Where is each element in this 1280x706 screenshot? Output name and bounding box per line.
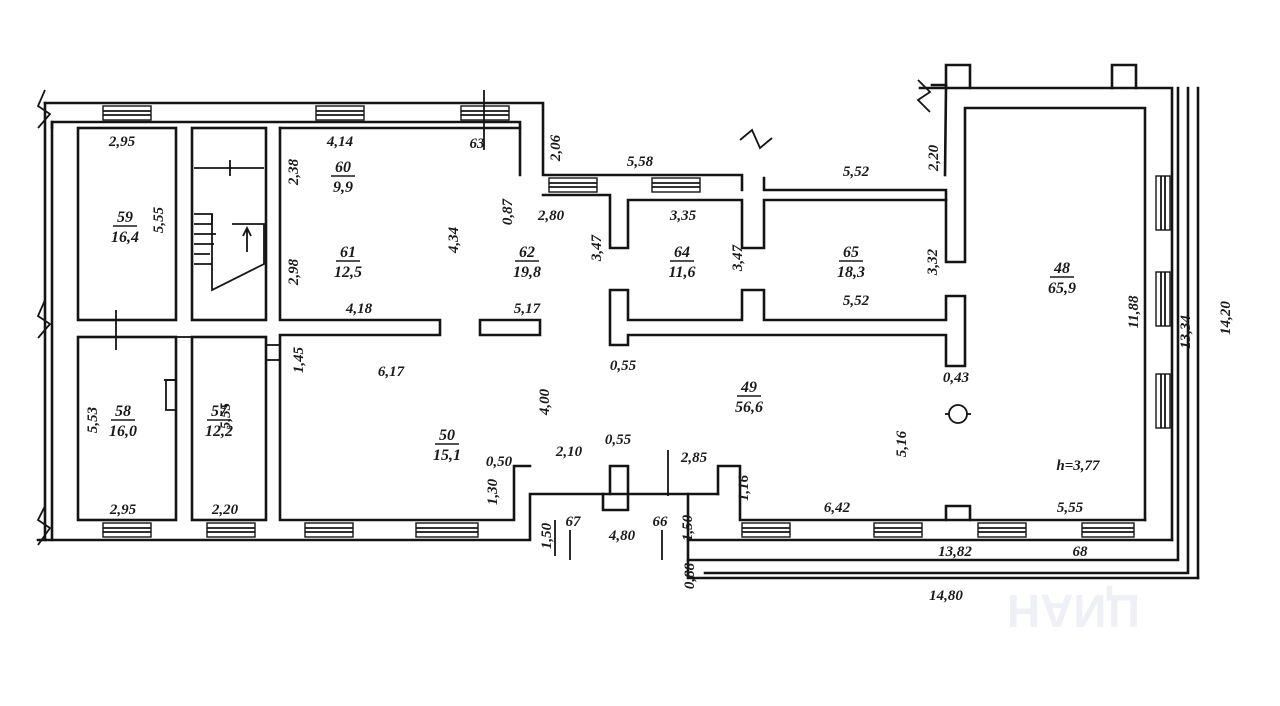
- room-area: 19,8: [513, 264, 541, 281]
- room-number: 50: [439, 427, 455, 444]
- dimension-label: 1,45: [291, 346, 307, 373]
- dimension-label: 4,80: [608, 528, 636, 544]
- dimension-ticks: [115, 90, 971, 560]
- room-number: 65: [843, 244, 859, 261]
- dimension-label: 5,52: [843, 293, 870, 309]
- dimension-labels: 2,95 5,55 4,14 2,38 63 2,06 0,87 5,58 5,52 2,20 4,…: [85, 134, 1234, 604]
- room-area: 9,9: [333, 179, 353, 196]
- dimension-label: 1,16: [736, 474, 752, 501]
- dimension-label: 1,30: [485, 478, 501, 505]
- room-number: 59: [117, 209, 133, 226]
- room-area: 15,1: [433, 447, 461, 464]
- dimension-label: 6,17: [378, 364, 405, 380]
- room-label-59: 59 16,4: [111, 209, 139, 246]
- room-area: 12,5: [334, 264, 362, 281]
- room-label-64: 64 11,6: [668, 244, 695, 281]
- dimension-label: 3,35: [669, 208, 697, 224]
- dimension-label: 5,17: [514, 301, 541, 317]
- dimension-label: 3,32: [925, 248, 941, 276]
- dimension-label: 3,47: [730, 244, 746, 272]
- watermark-text: ЦИАН: [1007, 585, 1140, 637]
- dimension-label: 4,00: [537, 388, 553, 416]
- dimension-label: 5,16: [894, 430, 910, 457]
- dimension-label: 13,82: [938, 544, 972, 560]
- room-area: 56,6: [735, 399, 763, 416]
- room-number: 57: [211, 403, 228, 420]
- room-number: 62: [519, 244, 535, 261]
- dimension-label: 5,52: [843, 164, 870, 180]
- exterior-walls: [36, 63, 1200, 580]
- dimension-label: 5,53: [85, 406, 101, 433]
- staircase: [194, 160, 265, 292]
- dimension-label: 4,34: [446, 226, 462, 254]
- room-label-65: 65 18,3: [837, 244, 865, 281]
- dimension-label: 3,47: [589, 234, 605, 262]
- room-area: 65,9: [1048, 280, 1076, 297]
- room-label-61: 61 12,5: [334, 244, 362, 281]
- room-label-48: 48 65,9: [1048, 260, 1076, 297]
- dimension-label: 2,80: [537, 208, 565, 224]
- dimension-label: 11,88: [1126, 295, 1142, 328]
- room-area: 16,4: [111, 229, 139, 246]
- dimension-label: 63: [470, 136, 486, 152]
- dimension-label: 67: [566, 514, 582, 530]
- dimension-label: 13,34: [1178, 315, 1194, 349]
- room-number: 60: [335, 159, 351, 176]
- dimension-label: 2,20: [926, 144, 942, 172]
- dimension-label: 0,55: [610, 358, 637, 374]
- room-area: 12,2: [205, 423, 233, 440]
- dimension-label: 2,20: [211, 502, 239, 518]
- room-label-58: 58 16,0: [109, 403, 137, 440]
- dimension-label: 2,10: [555, 444, 583, 460]
- dimension-label: h=3,77: [1056, 458, 1100, 474]
- dimension-label: 6,42: [824, 500, 851, 516]
- dimension-label: 0,55: [605, 432, 632, 448]
- dimension-label: 5,55: [151, 206, 167, 233]
- room-number: 48: [1053, 260, 1070, 277]
- room-area: 11,6: [668, 264, 695, 281]
- dimension-label: 0,87: [500, 198, 516, 225]
- dimension-label: 14,80: [929, 588, 963, 604]
- dimension-label: 0,50: [486, 454, 513, 470]
- room-label-60: 609,9: [331, 159, 355, 196]
- room-label-62: 62 19,8: [513, 244, 541, 281]
- room-number: 49: [740, 379, 757, 396]
- dimension-label: 4,14: [326, 134, 354, 150]
- room-label-49: 49 56,6: [735, 379, 763, 416]
- room-number: 58: [115, 403, 131, 420]
- dimension-label: 66: [653, 514, 669, 530]
- room-number: 64: [674, 244, 690, 261]
- windows: [102, 105, 1171, 538]
- dimension-label: 2,95: [108, 134, 136, 150]
- room-number: 61: [340, 244, 356, 261]
- dimension-label: 2,38: [286, 158, 302, 186]
- dimension-label: 0,88: [682, 562, 698, 589]
- dimension-label: 14,20: [1218, 301, 1234, 335]
- dimension-label: 0,43: [943, 370, 970, 386]
- room-label-57: 57 12,2: [205, 403, 233, 440]
- room-label-50: 50 15,1: [433, 427, 461, 464]
- dimension-label: 2,85: [680, 450, 708, 466]
- dimension-label: 2,95: [109, 502, 137, 518]
- dimension-label: 1,50: [539, 522, 555, 549]
- dimension-label: 68: [1073, 544, 1089, 560]
- dimension-label: 1,50: [680, 514, 696, 541]
- interior-walls: [76, 126, 972, 522]
- room-area: 18,3: [837, 264, 865, 281]
- dimension-label: 2,98: [286, 258, 302, 286]
- room-area: 16,0: [109, 423, 137, 440]
- dimension-label: 2,06: [548, 134, 564, 162]
- dimension-label: 4,18: [345, 301, 373, 317]
- dimension-label: 5,55: [218, 402, 234, 429]
- dimension-label: 5,55: [1057, 500, 1084, 516]
- dimension-label: 5,58: [627, 154, 654, 170]
